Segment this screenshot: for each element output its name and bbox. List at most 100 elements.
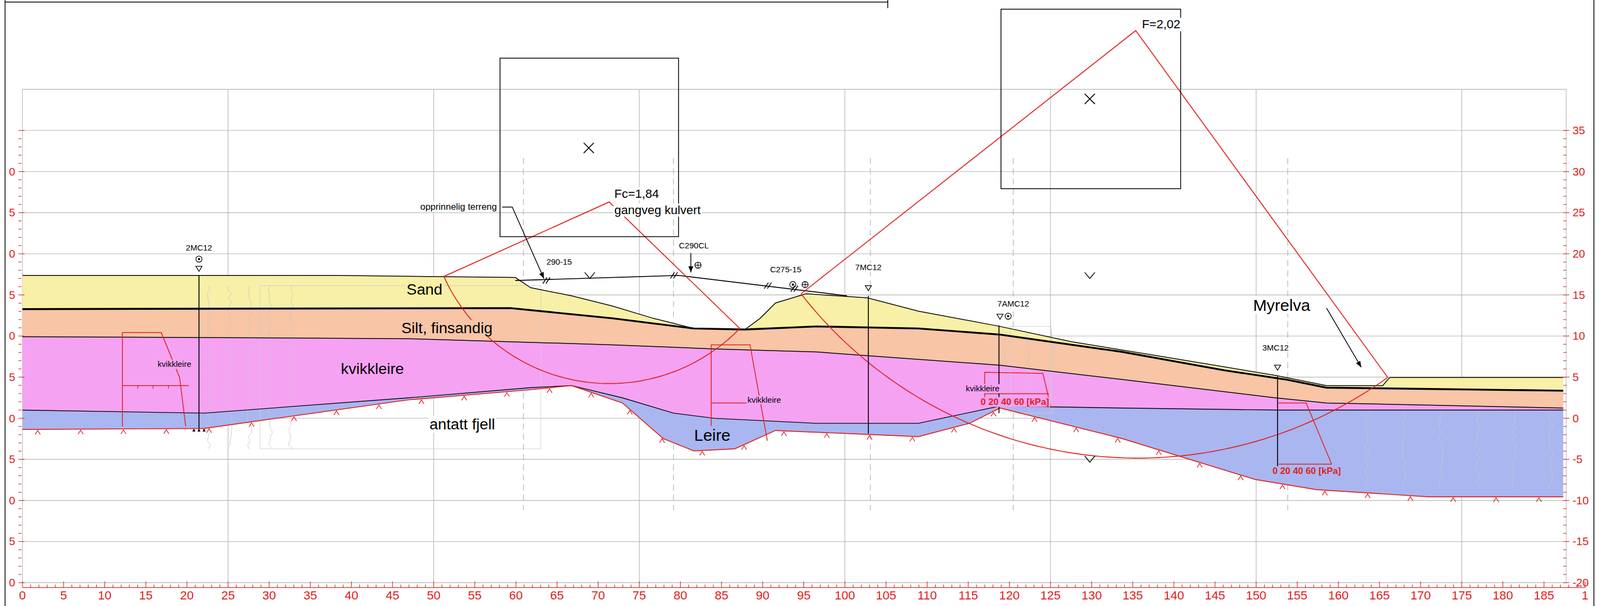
- axis-tick: [1428, 584, 1430, 588]
- axis-tick: [1563, 220, 1567, 222]
- axis-tick: [18, 418, 25, 419]
- slip-radius: [800, 30, 1388, 378]
- axis-tick: [1082, 584, 1084, 588]
- borehole-symbol: [1006, 315, 1010, 318]
- axis-tick: [416, 584, 418, 588]
- axis-tick: [1563, 212, 1570, 214]
- axis-label: 25: [1571, 206, 1586, 220]
- borehole-symbol: [801, 281, 808, 288]
- axis-tick: [318, 584, 319, 588]
- axis-tick: [819, 584, 821, 588]
- axis-tick: [1563, 500, 1570, 501]
- axis-tick: [1321, 584, 1323, 588]
- axis-label: -20: [1571, 576, 1590, 590]
- axis-tick: [1563, 533, 1567, 534]
- borehole-symbol: [791, 283, 794, 286]
- axis-tick: [1124, 584, 1125, 588]
- axis-label: 125: [1039, 589, 1063, 603]
- axis-tick: [1371, 584, 1372, 588]
- cpt-trace: [247, 285, 253, 450]
- axis-tick: [18, 129, 25, 131]
- axis-tick: [1563, 187, 1567, 189]
- axis-label: 30: [261, 589, 278, 603]
- axis-tick: [203, 584, 204, 588]
- bedrock-tick: [1365, 494, 1371, 499]
- axis-tick: [1563, 237, 1567, 238]
- axis-tick: [1563, 475, 1567, 477]
- section-label: 0 20 40 60 [kPa]: [1271, 466, 1343, 477]
- axis-tick: [18, 187, 22, 189]
- axis-tick: [1156, 584, 1158, 588]
- axis-label: 0: [8, 165, 17, 178]
- axis-tick: [976, 584, 977, 588]
- axis-tick: [1563, 517, 1567, 518]
- bedrock-tick: [1322, 491, 1328, 496]
- axis-tick: [1563, 270, 1567, 271]
- axis-tick: [1346, 584, 1347, 588]
- axis-tick: [1563, 154, 1567, 156]
- axis-tick: [1563, 492, 1567, 493]
- section-label: antatt fjell: [428, 415, 497, 433]
- axis-tick: [18, 459, 25, 460]
- axis-tick: [951, 584, 952, 588]
- axis-tick: [112, 584, 114, 588]
- axis-tick: [367, 584, 369, 588]
- grid-line: [22, 212, 1567, 214]
- bedrock-tick: [1115, 438, 1120, 444]
- axis-label: 185: [1532, 589, 1556, 603]
- axis-tick: [18, 154, 22, 156]
- cpt-tick: [167, 385, 169, 389]
- axis-tick: [1453, 584, 1454, 588]
- axis-tick: [18, 278, 22, 279]
- axis-label: 160: [1327, 589, 1350, 603]
- axis-tick: [1563, 409, 1567, 411]
- water-level: [865, 285, 872, 291]
- axis-tick: [1387, 584, 1388, 588]
- axis-label: 5: [8, 453, 17, 466]
- bedrock-tick: [741, 445, 747, 451]
- axis-tick: [1116, 584, 1117, 588]
- axis-tick: [1563, 393, 1567, 395]
- axis-tick: [120, 584, 122, 588]
- bedrock-tick: [120, 430, 126, 435]
- terrain-line: [22, 275, 1564, 387]
- axis-label: 5: [8, 206, 17, 220]
- bedrock-tick: [461, 396, 467, 401]
- frame-line: [4, 0, 6, 606]
- axis-tick: [1272, 584, 1273, 588]
- bedrock-tick: [504, 393, 510, 398]
- axis-tick: [186, 581, 188, 588]
- axis-tick: [1033, 584, 1035, 588]
- axis-tick: [1148, 584, 1150, 588]
- axis-tick: [104, 581, 105, 588]
- axis-tick: [1563, 525, 1567, 526]
- axis-tick: [524, 584, 525, 588]
- axis-tick: [1206, 584, 1207, 588]
- bedrock-tick: [418, 400, 424, 405]
- axis-tick: [301, 584, 303, 588]
- bedrock-tick: [951, 428, 957, 433]
- bedrock-tick: [1156, 450, 1162, 456]
- axis-tick: [351, 581, 352, 588]
- axis-tick: [1091, 581, 1092, 588]
- axis-tick: [1563, 286, 1567, 288]
- axis-label: 0: [8, 412, 17, 425]
- axis-tick: [1563, 360, 1567, 361]
- axis-tick: [18, 319, 22, 320]
- cpt-trace: [1474, 408, 1480, 490]
- grid-line: [22, 582, 1567, 584]
- axis-label: 130: [1080, 589, 1104, 603]
- axis-tick: [1563, 401, 1567, 403]
- chevron-mark: [1084, 456, 1095, 463]
- axis-tick: [194, 584, 196, 588]
- grid-line: [1255, 89, 1257, 583]
- axis-tick: [54, 584, 56, 588]
- axis-tick: [96, 584, 97, 588]
- axis-tick: [137, 584, 139, 588]
- grid-line: [22, 89, 1567, 90]
- axis-label: 55: [467, 589, 483, 603]
- section-label: C275-15: [768, 264, 803, 275]
- bedrock-tick: [546, 388, 552, 394]
- axis-tick: [466, 584, 468, 588]
- axis-tick: [1563, 319, 1567, 320]
